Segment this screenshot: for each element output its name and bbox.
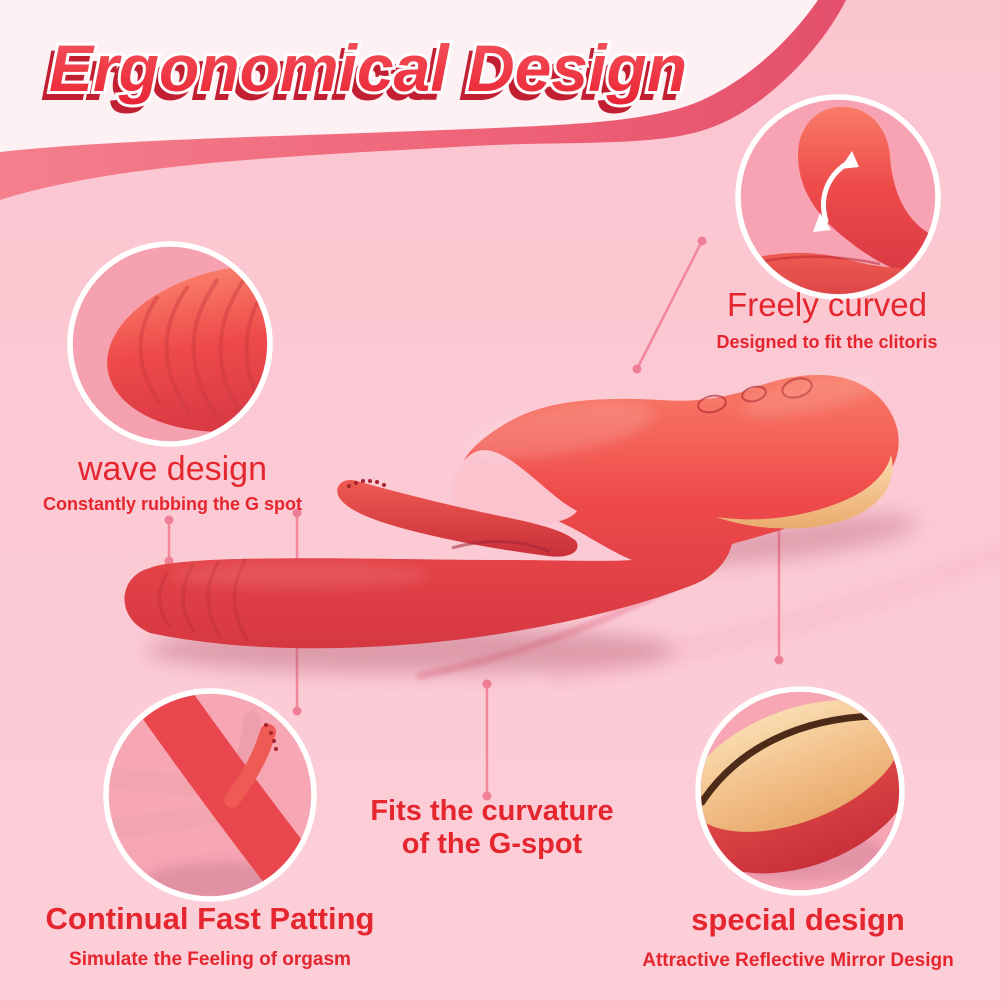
patting-finger-detail [224,724,276,808]
button-wave-icon [697,394,727,414]
product-hook-gap [451,450,577,528]
product-image [124,374,899,649]
finger-crease [451,540,551,554]
patting-serration [264,723,278,751]
headline: Ergonomical Design Ergonomical Design [41,28,690,114]
callout-fits-curvature-line1: Fits the curvature [370,795,614,827]
page-title: Ergonomical Design [49,31,687,105]
top-wave-ribbon [0,0,846,200]
callout-continual-fast-patting: Continual Fast Patting Simulate the Feel… [5,902,415,971]
callout-circle-special-design [695,686,905,896]
top-light-area [0,0,818,154]
callout-special-design: special design Attractive Reflective Mir… [593,903,1000,972]
callout-special-label: special design [691,902,905,937]
callout-continual-label: Continual Fast Patting [45,901,375,936]
curved-double-arrow-icon [813,151,859,232]
callout-freely-curved-sublabel: Designed to fit the clitoris [716,332,938,352]
callout-fits-curvature: Fits the curvature of the G-spot [337,795,647,861]
callout-continual-sublabel: Simulate the Feeling of orgasm [69,949,351,970]
callout-circle-wave-design [67,241,273,447]
handle-highlight [741,374,879,418]
callout-wave-design-label: wave design [77,450,267,488]
body-highlight [466,401,654,459]
shaft-tip-detail [107,264,267,432]
callout-wave-design: wave design Constantly rubbing the G spo… [15,451,330,515]
callout-special-sublabel: Attractive Reflective Mirror Design [642,950,954,971]
callout-wave-design-sublabel: Constantly rubbing the G spot [43,494,302,514]
finger-serration [347,479,386,488]
mirror-face-detail [701,700,899,832]
page-title-shadow: Ergonomical Design [43,38,681,112]
callout-freely-curved-label: Freely curved [727,286,927,323]
callout-freely-curved: Freely curved Designed to fit the clitor… [667,287,987,353]
patting-shaft-detail [130,694,311,896]
mirror-streak [701,712,880,806]
handle-shadow [671,515,919,565]
mirror-gold-strip [716,455,893,529]
callout-fits-curvature-line2: of the G-spot [401,828,583,860]
shaft-highlight [170,562,430,588]
patting-finger [337,479,578,557]
body-crease-line [741,255,881,280]
callout-circle-patting [103,688,317,902]
